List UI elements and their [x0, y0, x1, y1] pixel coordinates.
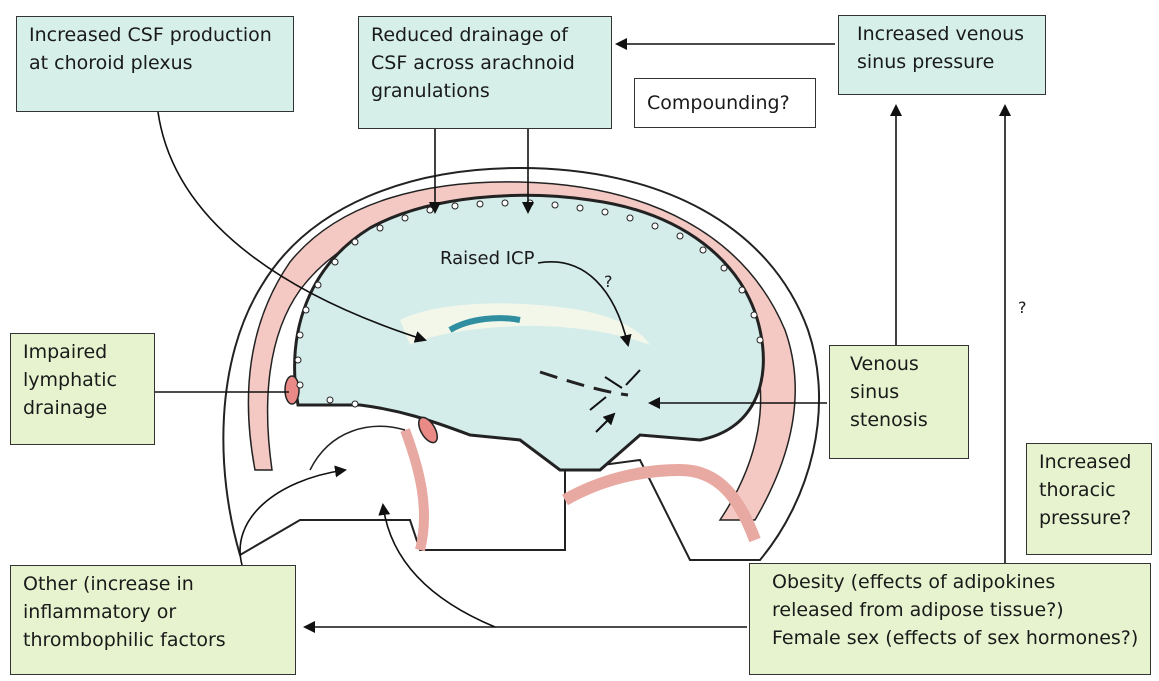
box-line: pressure?: [1039, 504, 1139, 532]
box-line: sinus: [850, 378, 956, 406]
box-line: thrombophilic factors: [23, 626, 283, 654]
box-line: Obesity (effects of adipokines: [772, 568, 1138, 596]
box-line: lymphatic: [23, 366, 142, 394]
raised-icp-label: Raised ICP: [440, 248, 534, 269]
box-line: inflammatory or: [23, 598, 283, 626]
box-thoracic: Increased thoracic pressure?: [1026, 443, 1152, 555]
box-compounding: Compounding?: [634, 78, 816, 128]
box-line: Other (increase in: [23, 570, 283, 598]
box-line: thoracic: [1039, 476, 1139, 504]
box-line: Increased CSF production: [29, 21, 281, 49]
icp-question-label: ?: [604, 272, 613, 291]
box-stenosis: Venous sinus stenosis: [829, 345, 969, 459]
box-line: at choroid plexus: [29, 49, 281, 77]
box-line: released from adipose tissue?): [772, 596, 1138, 624]
box-obesity: Obesity (effects of adipokines released …: [749, 563, 1151, 675]
lymph-node: [285, 376, 299, 404]
box-line: stenosis: [850, 406, 956, 434]
box-line: sinus pressure: [857, 48, 1033, 76]
box-csf-production: Increased CSF production at choroid plex…: [16, 16, 294, 112]
box-line: Reduced drainage of: [371, 21, 599, 49]
box-line: CSF across arachnoid: [371, 49, 599, 77]
right-question-label: ?: [1018, 298, 1027, 317]
box-line: Female sex (effects of sex hormones?): [772, 624, 1138, 652]
box-line: Venous: [850, 350, 956, 378]
box-reduced-drainage: Reduced drainage of CSF across arachnoid…: [358, 16, 612, 129]
box-lymphatic: Impaired lymphatic drainage: [10, 333, 155, 445]
box-line: drainage: [23, 394, 142, 422]
box-line: Increased venous: [857, 20, 1033, 48]
box-venous-pressure: Increased venous sinus pressure: [838, 15, 1046, 95]
box-line: Impaired: [23, 338, 142, 366]
head-illustration: [223, 168, 819, 560]
box-line: Increased: [1039, 448, 1139, 476]
box-line: granulations: [371, 77, 599, 105]
box-line: Compounding?: [647, 89, 803, 117]
box-other: Other (increase in inflammatory or throm…: [10, 565, 296, 675]
